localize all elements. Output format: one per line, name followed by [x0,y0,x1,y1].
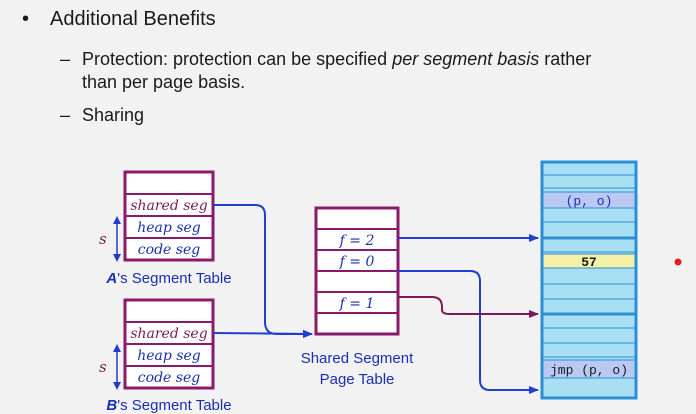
shared-segment-page-table: f = 2 f = 0 f = 1 Shared Segment Page Ta… [301,206,414,388]
table-b-row-code: code seg [138,370,200,386]
sub1-prefix: Protection: protection can be specified [82,49,393,69]
memory-label-57: 57 [581,255,597,270]
laser-pointer-dot [674,258,682,266]
segment-table-a: shared seg heap seg code seg s A's Segme… [99,170,232,287]
memory-cell-jmp [542,359,636,379]
arrow-f0-to-memory [398,270,539,394]
bullet-additional-benefits: • Additional Benefits [22,8,216,31]
dash-glyph: – [60,105,71,125]
bullet-glyph: • [22,8,30,30]
sub1-suffix: rather [539,49,592,69]
bullet-text: Additional Benefits [50,8,216,30]
sub-bullet-protection: –Protection: protection can be specified… [60,48,680,94]
table-a-s-label: s [99,230,107,248]
table-a-row-code: code seg [138,242,200,258]
memory-label-p-o: (p, o) [566,194,613,209]
up-arrow-icon [113,216,121,224]
page-entry-f1: f = 1 [339,296,375,312]
sub2-text: Sharing [82,105,145,125]
table-b-row-shared: shared seg [130,326,207,342]
page-table-caption-line1: Shared Segment [301,350,414,367]
table-b-row-heap: heap seg [137,348,201,364]
segment-table-b: shared seg heap seg code seg s B's Segme… [99,298,232,414]
page-entry-f0: f = 0 [339,254,375,270]
sub1-emphasis: per segment basis [392,49,540,69]
down-arrow-icon [113,382,121,390]
down-arrow-icon [113,254,121,262]
table-b-s-label: s [99,358,107,376]
sub1-continuation: than per page basis. [82,72,246,92]
page-table-caption-line2: Page Table [320,371,395,388]
arrows [212,204,539,394]
arrow-f1-to-memory [398,296,539,318]
table-a-row-shared: shared seg [130,198,207,214]
up-arrow-icon [113,344,121,352]
memory-label-jmp: jmp (p, o) [550,363,628,378]
dash-glyph: – [60,49,71,69]
sub-bullet-sharing: –Sharing [60,104,144,127]
memory-cell-p-o [542,191,636,209]
physical-memory: (p, o) 57 jmp (p, o) [540,160,638,400]
table-b-caption: B's Segment Table [106,397,231,414]
page-entry-f2: f = 2 [339,233,375,249]
table-a-caption: A's Segment Table [105,270,231,287]
arrow-b-shared-to-page-table [212,329,313,338]
table-a-row-heap: heap seg [137,220,201,236]
memory-cell-57 [542,253,636,269]
